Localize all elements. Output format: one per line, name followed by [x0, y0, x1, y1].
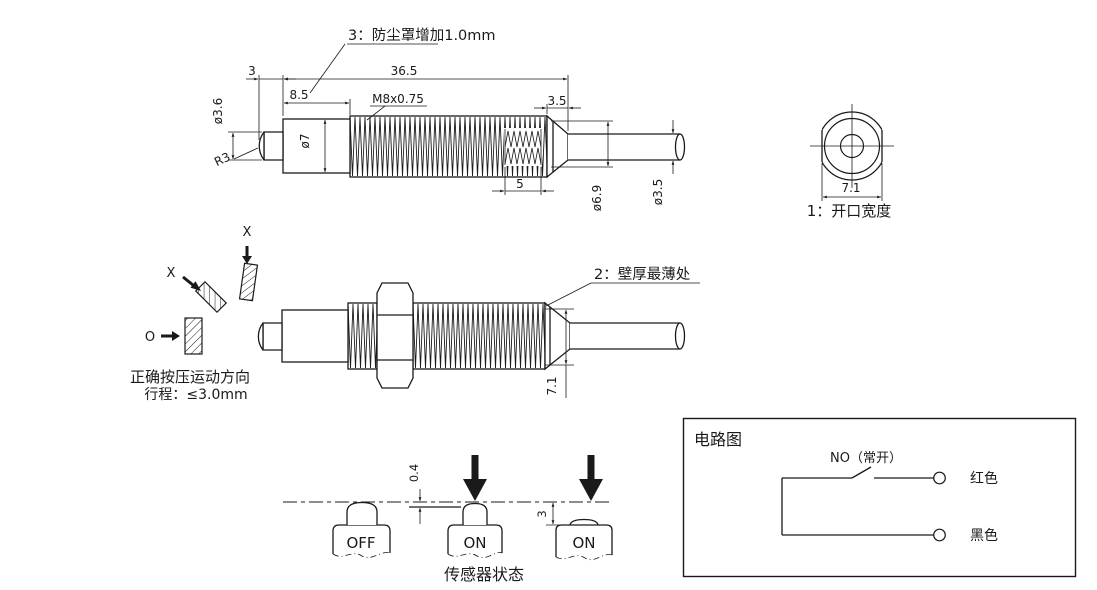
crosshair	[810, 104, 894, 188]
wrong-direction-label-2: X	[167, 266, 176, 281]
inner-thread-detail	[504, 128, 542, 166]
top-view-leaders	[233, 43, 438, 160]
terminal-black-icon	[933, 528, 946, 542]
dim-cone-length: 3.5	[547, 94, 566, 108]
end-view: 7.1 1：开口宽度	[807, 104, 894, 220]
travel-dimension-3	[546, 502, 576, 526]
sensor-body-2	[281, 309, 349, 363]
target-plate-2	[194, 280, 228, 314]
wrong-direction-label-1: X	[243, 225, 252, 240]
thread-section-front	[347, 302, 378, 370]
top-side-view: 3：防尘罩增加1.0mm 3 36.5 8.5 M8x0.75 3.5 5 ø3…	[211, 27, 686, 211]
right-arrow-head-icon	[172, 331, 180, 341]
cone-section	[546, 114, 569, 179]
press-direction-legend: X X O 正确按压运动方向 行程：≤3.0mm	[130, 225, 259, 403]
end-view-dimension	[821, 163, 883, 201]
circuit-title: 电路图	[694, 430, 742, 449]
stroke-limit-text: 行程：≤3.0mm	[144, 387, 247, 403]
press-direction-text: 正确按压运动方向	[130, 368, 250, 386]
dia-tip: ø3.6	[211, 98, 225, 124]
state-on2-label: ON	[572, 534, 595, 552]
press-arrow-head-2-icon	[579, 479, 603, 501]
dia-body: ø7	[298, 134, 312, 149]
dim-inner-thread: 5	[516, 177, 524, 191]
target-plate-1	[238, 262, 259, 302]
press-arrow-shaft-2	[587, 455, 595, 479]
note-thin-wall: 2：壁厚最薄处	[594, 266, 690, 283]
thread-section-rear	[412, 302, 546, 370]
switch-label: NO（常开）	[830, 451, 902, 466]
plunger	[258, 131, 284, 161]
cable	[568, 133, 686, 161]
wire-black-label: 黑色	[970, 527, 998, 544]
wire-red-label: 红色	[970, 470, 998, 487]
top-view-dimension-lines	[231, 77, 675, 193]
plunger-2	[257, 322, 283, 351]
middle-side-view: 2：壁厚最薄处 7.1	[257, 266, 700, 398]
state-on1-figure: 0.4 ON	[407, 455, 503, 559]
state-off-figure: OFF	[332, 501, 391, 559]
down-arrow-head-icon	[242, 256, 252, 264]
middle-view-dimension	[545, 282, 700, 398]
radius-tip: R3	[212, 150, 232, 169]
circuit-wires	[781, 466, 934, 536]
sensor-states: OFF 0.4 ON	[283, 455, 613, 584]
dim-total-length: 36.5	[391, 64, 418, 78]
circuit-diagram: 电路图 NO（常开） 红色 黑色	[682, 417, 1077, 578]
dim-travel-on: 0.4	[407, 464, 421, 482]
press-arrow-head-1-icon	[463, 479, 487, 501]
diagonal-arrow-shaft	[182, 275, 194, 287]
dim-opening-width: 7.1	[841, 181, 860, 195]
cable-2	[570, 322, 686, 350]
state-on1-label: ON	[463, 534, 486, 552]
state-on2-figure: 3 ON	[535, 455, 613, 561]
dia-cable: ø3.5	[651, 179, 665, 205]
dim-body-length: 8.5	[289, 88, 308, 102]
switch-blade	[851, 466, 872, 479]
sensor-states-caption: 传感器状态	[444, 565, 524, 584]
hex-nut	[376, 282, 414, 389]
dim-protrusion: 3	[248, 64, 256, 78]
press-arrow-shaft-1	[471, 455, 479, 479]
correct-direction-label: O	[145, 330, 155, 345]
terminal-red-icon	[933, 471, 946, 485]
sensor-body	[282, 118, 351, 174]
top-view-extension-lines	[228, 75, 613, 195]
end-view-caption: 1：开口宽度	[807, 202, 892, 220]
thread-spec: M8x0.75	[372, 92, 424, 106]
dim-travel-max: 3	[535, 510, 549, 517]
dia-cone: ø6.9	[590, 185, 604, 211]
dim-cone-height: 7.1	[545, 376, 559, 395]
state-off-label: OFF	[346, 534, 375, 552]
circuit-box	[682, 417, 1077, 578]
target-plate-3	[184, 317, 203, 355]
note-dust-cover: 3：防尘罩增加1.0mm	[348, 27, 496, 44]
